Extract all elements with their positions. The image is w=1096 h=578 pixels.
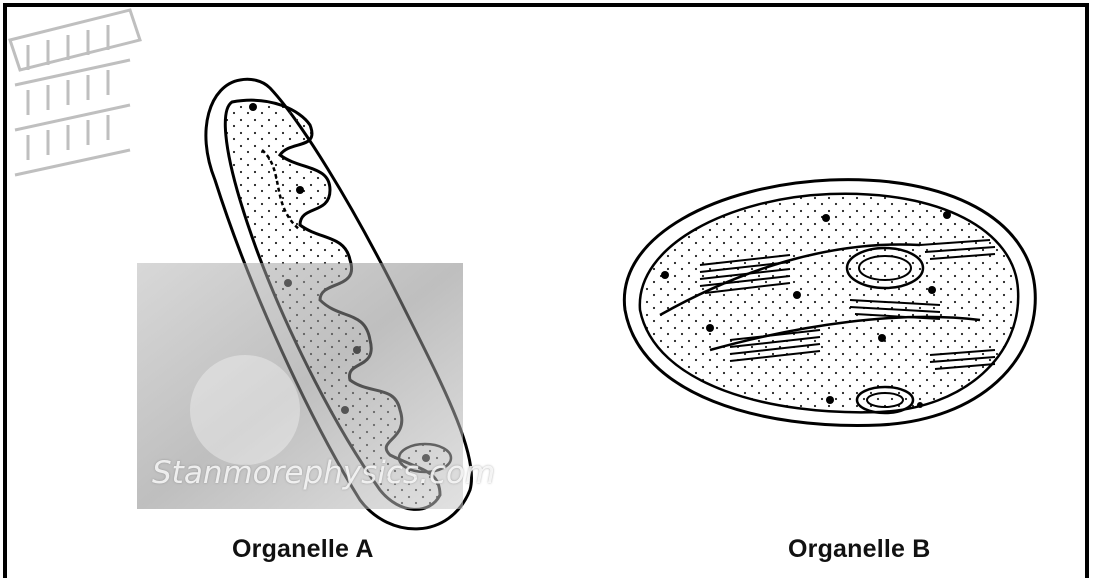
organelle-b-label: Organelle B bbox=[788, 535, 931, 564]
school-logo bbox=[10, 10, 140, 175]
organelle-a-label: Organelle A bbox=[232, 535, 374, 564]
organelle-b-chloroplast bbox=[624, 180, 1035, 426]
watermark-text: Stanmorephysics.com bbox=[152, 455, 495, 491]
